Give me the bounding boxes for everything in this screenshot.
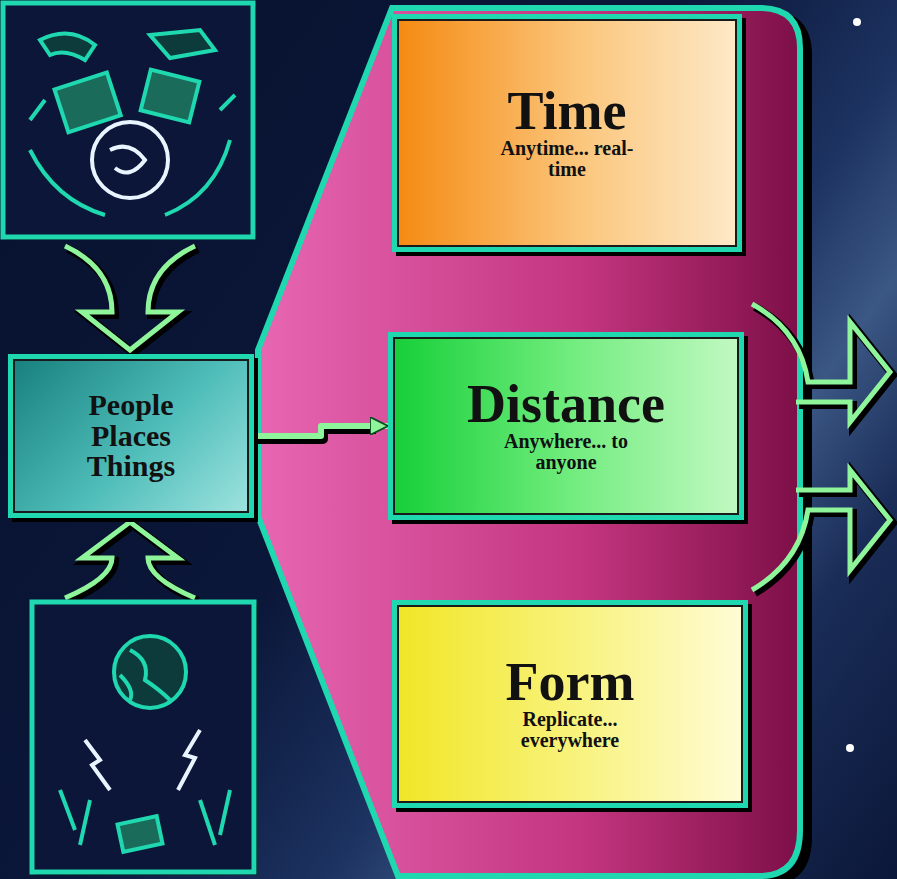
lightning [85, 740, 110, 790]
dimension-box: DistanceAnywhere... to anyone [388, 332, 744, 520]
arrow-shadow [755, 307, 893, 425]
flow-arrow [254, 426, 388, 436]
spark [30, 95, 235, 120]
outgoing-arrows [752, 304, 893, 593]
globe-icon [114, 636, 186, 708]
cable [110, 147, 145, 173]
dimension-box: TimeAnytime... real-time [392, 14, 742, 252]
globe-icon-box [32, 602, 254, 872]
monitor-icon [141, 70, 200, 123]
dimension-box: FormReplicate... everywhere [392, 600, 748, 808]
frame-curve [30, 140, 230, 215]
monitor-icon [55, 72, 121, 132]
phone-icon [40, 34, 95, 60]
source-box: People Places Things [8, 354, 254, 518]
box-title: Distance [467, 379, 665, 430]
right-arrow [752, 470, 890, 590]
cable-loop [92, 122, 168, 198]
box-subtitle: Replicate... everywhere [490, 709, 650, 751]
box-title: Form [506, 657, 635, 708]
box-subtitle: Anywhere... to anyone [491, 431, 641, 473]
bullet [853, 18, 861, 26]
globe-icons [60, 636, 230, 852]
arrow-shadow [68, 249, 198, 353]
bullet [846, 744, 854, 752]
handset-icon [150, 30, 215, 58]
right-arrow [752, 304, 890, 422]
box-title: People Places Things [66, 390, 196, 482]
up-arrow [65, 522, 195, 598]
continents [120, 650, 170, 700]
device-icon [118, 816, 163, 852]
down-arrow [65, 246, 195, 350]
box-title: Time [508, 86, 627, 137]
funnel-region [258, 8, 800, 876]
computer-icon-box [3, 3, 253, 237]
lightning [178, 730, 200, 790]
computer-icons [30, 30, 235, 215]
box-subtitle: Anytime... real-time [492, 138, 642, 180]
